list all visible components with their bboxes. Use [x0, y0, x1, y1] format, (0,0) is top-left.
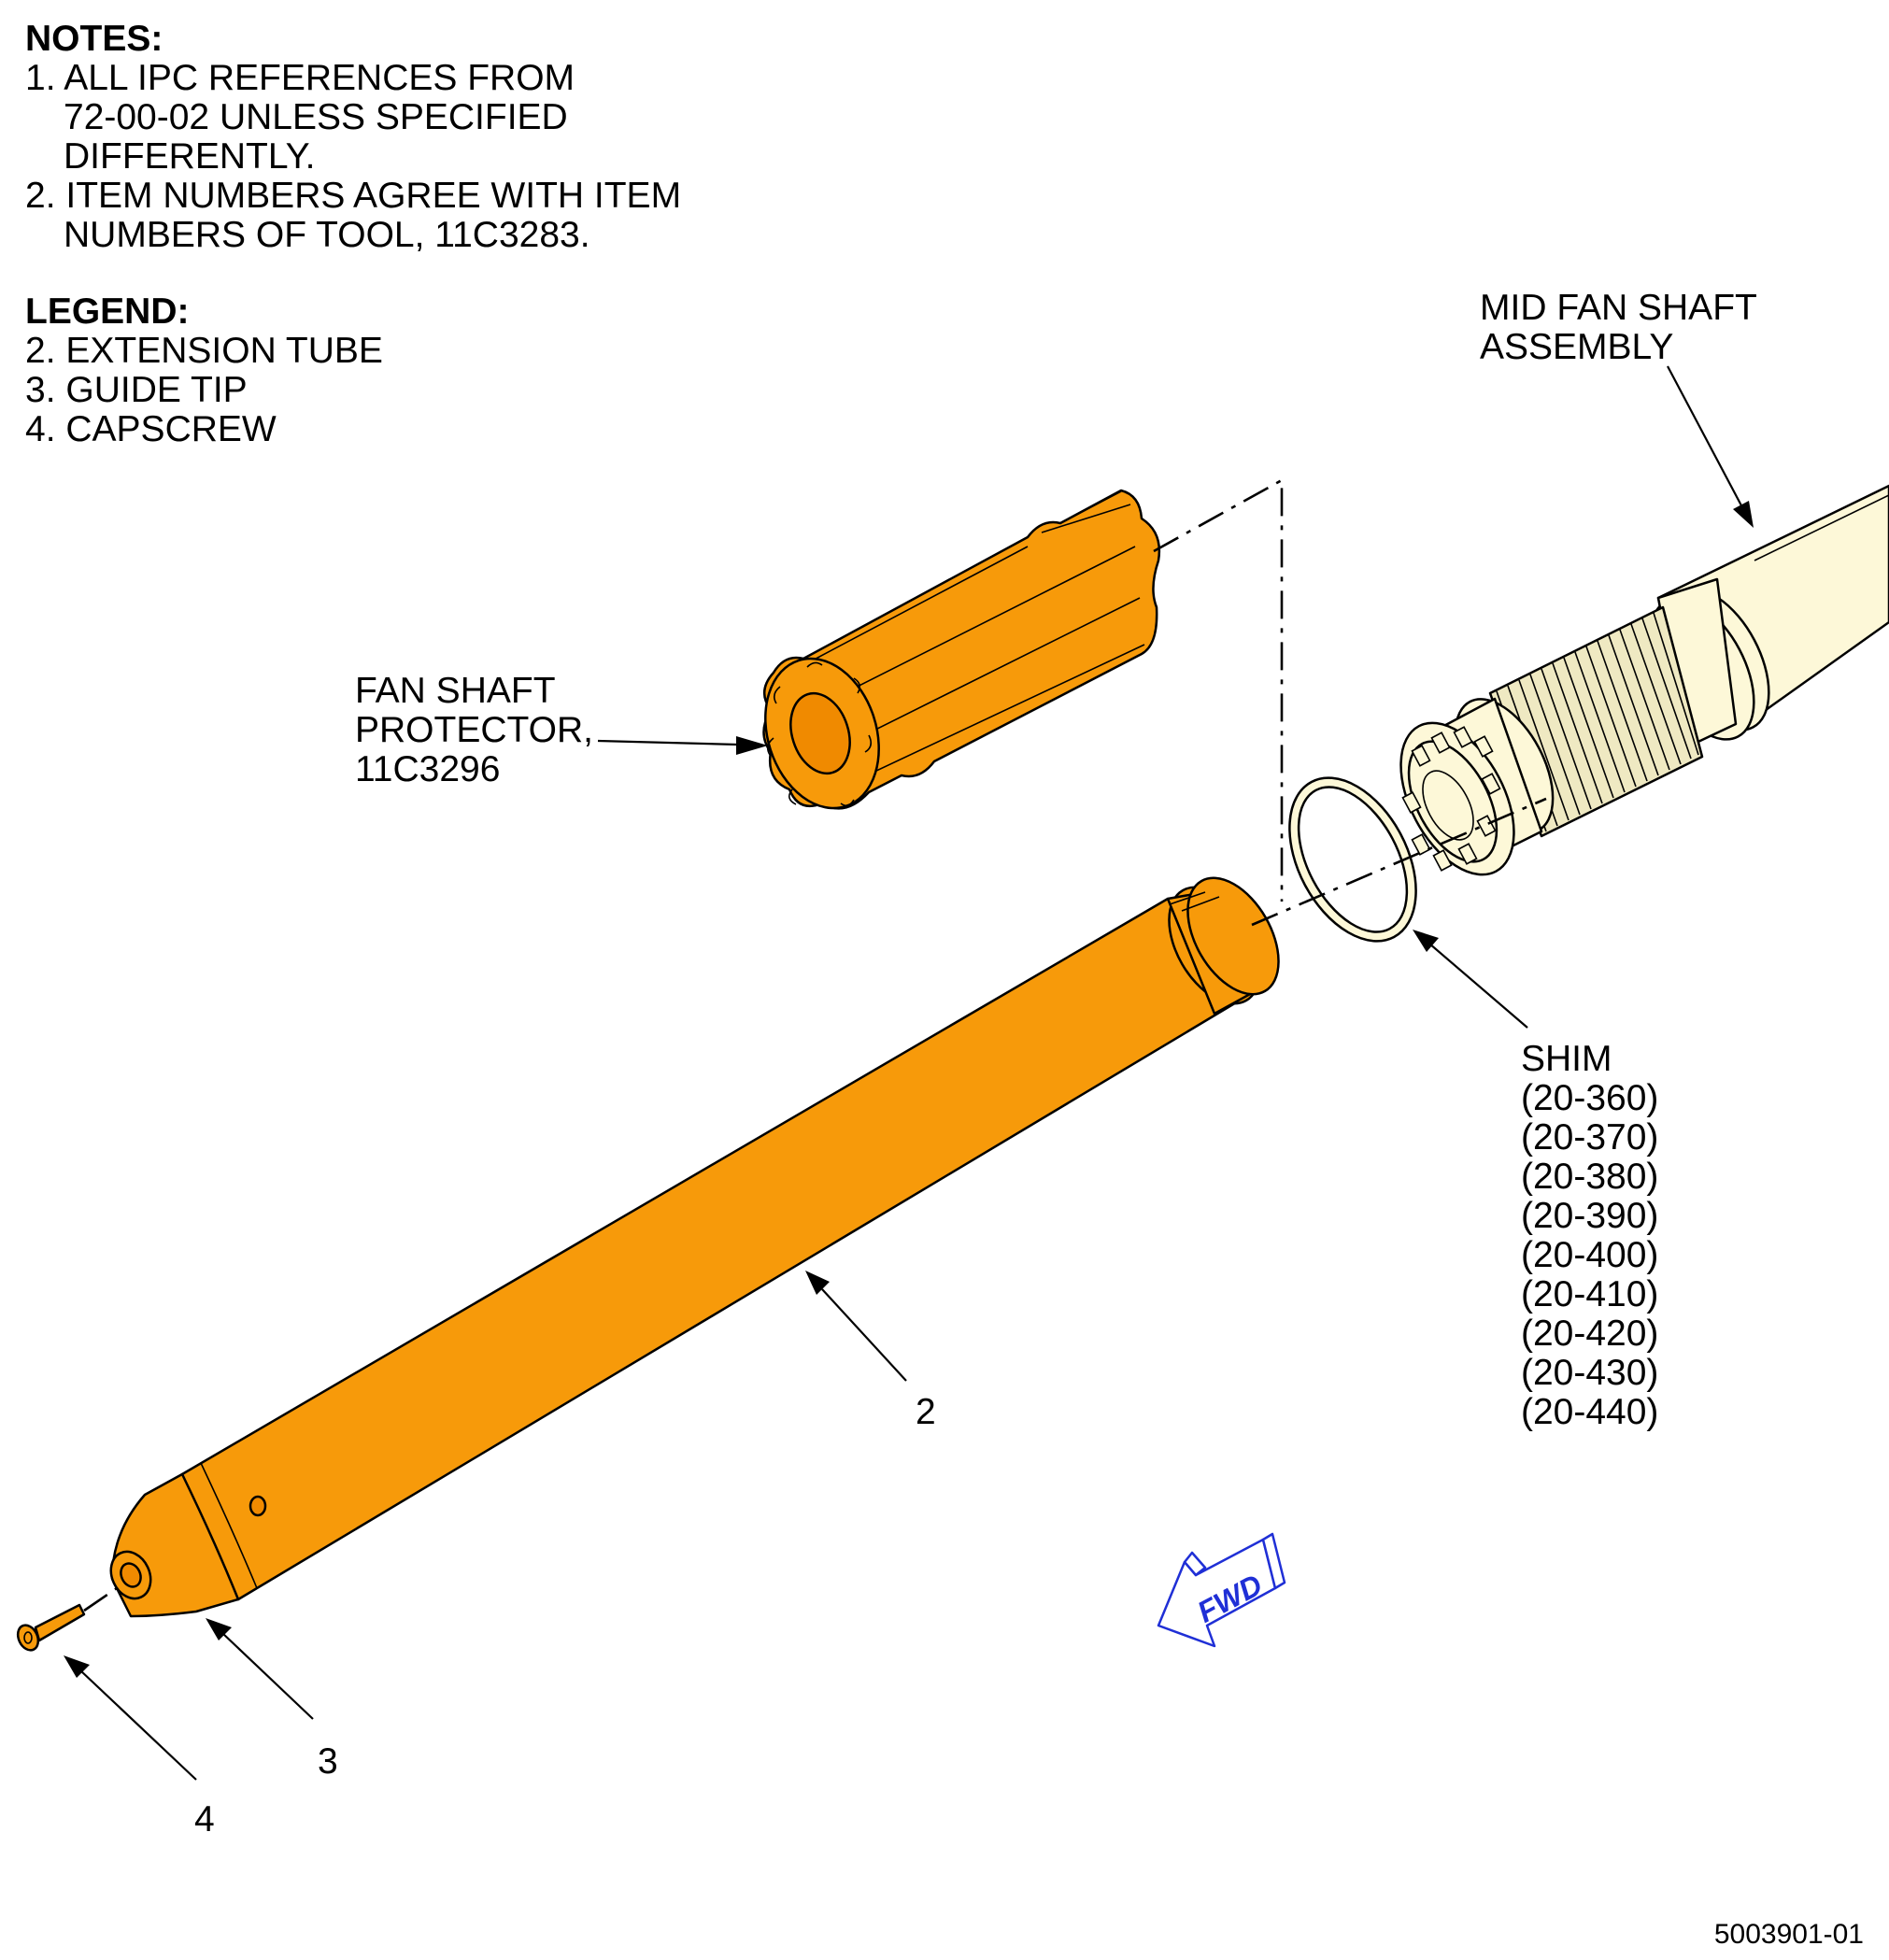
- callout-text: (20-410): [1521, 1274, 1658, 1314]
- item-number-3: 3: [318, 1741, 338, 1782]
- item-number-2: 2: [916, 1392, 936, 1432]
- notes-heading: NOTES:: [25, 19, 163, 59]
- callout-text: (20-440): [1521, 1392, 1658, 1432]
- note-line: 2. ITEM NUMBERS AGREE WITH ITEM: [25, 176, 681, 216]
- castellation-teeth: [1401, 726, 1501, 872]
- capscrew: [16, 1603, 86, 1652]
- callout-text: 11C3296: [355, 749, 500, 789]
- note-line: 72-00-02 UNLESS SPECIFIED: [64, 97, 568, 137]
- item-number-4: 4: [194, 1799, 215, 1839]
- callout-shim: SHIM (20-360) (20-370) (20-380) (20-390)…: [1521, 1039, 1658, 1432]
- note-line: NUMBERS OF TOOL, 11C3283.: [64, 215, 590, 255]
- legend-block: LEGEND: 2. EXTENSION TUBE 3. GUIDE TIP 4…: [25, 291, 383, 449]
- callout-fan-shaft-protector: FAN SHAFT PROTECTOR, 11C3296: [355, 671, 593, 789]
- callout-text: (20-370): [1521, 1117, 1658, 1158]
- callout-text: FAN SHAFT: [355, 671, 556, 711]
- note-line: DIFFERENTLY.: [64, 136, 315, 177]
- assembly-centerlines: [83, 477, 1547, 1612]
- callout-mid-fan-shaft: MID FAN SHAFT ASSEMBLY: [1480, 288, 1757, 367]
- fwd-arrow-icon: FWD: [1157, 1532, 1286, 1648]
- legend-item: 3. GUIDE TIP: [25, 370, 248, 410]
- callout-text: SHIM: [1521, 1039, 1612, 1079]
- extension-tube: [180, 876, 1280, 1601]
- legend-heading: LEGEND:: [25, 291, 190, 332]
- mid-fan-shaft-assembly: [1399, 484, 1889, 876]
- legend-item: 2. EXTENSION TUBE: [25, 331, 383, 371]
- guide-tip: [109, 1472, 240, 1618]
- callout-text: MID FAN SHAFT: [1480, 288, 1757, 328]
- figure-id: 5003901-01: [1714, 1919, 1864, 1950]
- legend-item: 4. CAPSCREW: [25, 409, 277, 449]
- callout-text: (20-430): [1521, 1353, 1658, 1393]
- callout-text: (20-390): [1521, 1196, 1658, 1236]
- callout-text: (20-400): [1521, 1235, 1658, 1275]
- leader-lines: [64, 365, 1754, 1781]
- fan-shaft-protector: [762, 489, 1161, 810]
- callout-text: PROTECTOR,: [355, 710, 593, 750]
- callout-text: (20-380): [1521, 1157, 1658, 1197]
- callout-text: (20-420): [1521, 1314, 1658, 1354]
- note-line: 1. ALL IPC REFERENCES FROM: [25, 58, 575, 98]
- callout-text: ASSEMBLY: [1480, 327, 1673, 367]
- shim-ring: [1288, 776, 1417, 943]
- notes-block: NOTES: 1. ALL IPC REFERENCES FROM 72-00-…: [25, 19, 681, 255]
- callout-text: (20-360): [1521, 1078, 1658, 1118]
